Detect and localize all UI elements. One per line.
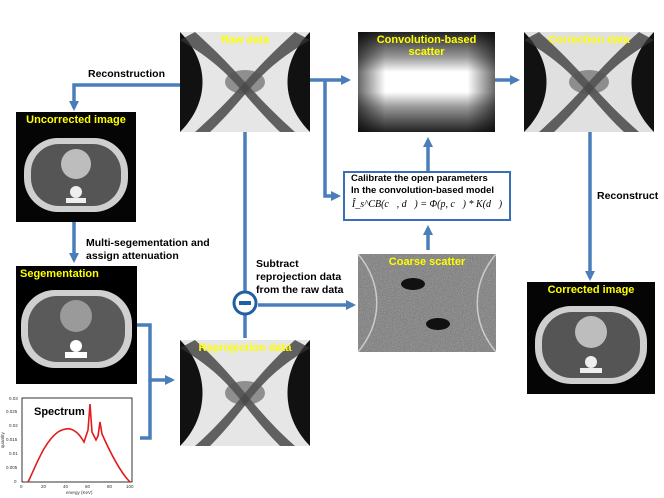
subtract-minus-icon [232,290,258,316]
ytick-1: 0.005 [6,465,18,470]
spectrum-chart: 0 20 40 60 80 100 0 0.005 0.01 0.015 0.0… [0,392,140,496]
reconstruction-label: Reconstruction [88,68,166,80]
xtick-0: 0 [20,484,23,489]
sinogram-graphic [180,32,310,132]
arrow-seg-to-reprojection [137,323,175,385]
scatter-noisy-graphic [358,254,496,352]
multi-seg-label-2: assign attenuation [86,250,179,262]
raw-data-panel: Raw data [180,32,310,132]
ytick-3: 0.015 [6,437,18,442]
subtract-label-1: Subtract [256,258,299,270]
scatter-smooth-graphic [358,32,495,132]
sinogram-graphic [180,340,310,446]
correction-data-panel: Correction data [524,32,654,132]
ytick-5: 0.025 [6,409,18,414]
x-axis-label: energy (KeV) [66,490,93,495]
ytick-2: 0.01 [9,451,18,456]
coarse-scatter-title: Coarse scatter [388,256,466,268]
calibrate-box: Calibrate the open parameters In the con… [343,171,511,221]
xtick-3: 60 [85,484,91,489]
uncorrected-image-title: Uncorrected image [26,114,126,126]
corrected-image-title: Corrected image [547,284,635,296]
spectrum-panel: 0 20 40 60 80 100 0 0.005 0.01 0.015 0.0… [0,392,140,496]
reprojection-data-panel: Reprojection data [180,340,310,446]
reprojection-data-title: Reprojection data [198,342,292,354]
ct-slice-graphic [16,112,136,222]
segmentation-title: Segementation [20,268,99,280]
ytick-6: 0.03 [9,396,18,401]
segmentation-panel: Segementation [16,266,137,384]
uncorrected-image-panel: Uncorrected image [16,112,136,222]
spectrum-curve [27,403,131,483]
reconstruct-label: Reconstruct [597,190,659,202]
y-axis-label: quantity [0,431,5,448]
xtick-2: 40 [63,484,69,489]
coarse-scatter-panel: Coarse scatter [358,254,496,352]
sinogram-graphic [524,32,654,132]
ytick-0: 0 [14,479,17,484]
xtick-4: 80 [107,484,113,489]
calibrate-equation: Î_s^CB(c⃗, d⃗) = Φ(p, c⃗) * K(d⃗) [351,199,503,210]
arrow-spectrum-to-reprojection [137,380,152,440]
subtract-label-2: reprojection data [256,271,342,283]
correction-data-title: Correction data [548,34,630,46]
xtick-1: 20 [41,484,47,489]
ct-slice-graphic [527,282,655,394]
calibrate-line-2: In the convolution-based model [351,185,495,196]
convolution-scatter-panel: Convolution-based scatter [358,32,495,132]
multi-seg-label-1: Multi-segementation and [86,237,210,249]
raw-data-title: Raw data [220,34,270,46]
arrow-reconstruction [69,83,180,111]
corrected-image-panel: Corrected image [527,282,655,394]
segmented-slice-graphic [16,266,137,384]
ytick-4: 0.02 [9,423,18,428]
convolution-scatter-title: Convolution-based scatter [376,34,477,58]
xtick-5: 100 [126,484,134,489]
spectrum-title: Spectrum [34,406,85,418]
calibrate-line-1: Calibrate the open parameters [351,173,488,184]
subtract-label-3: from the raw data [256,284,344,296]
arrow-to-calibrate [323,80,341,201]
